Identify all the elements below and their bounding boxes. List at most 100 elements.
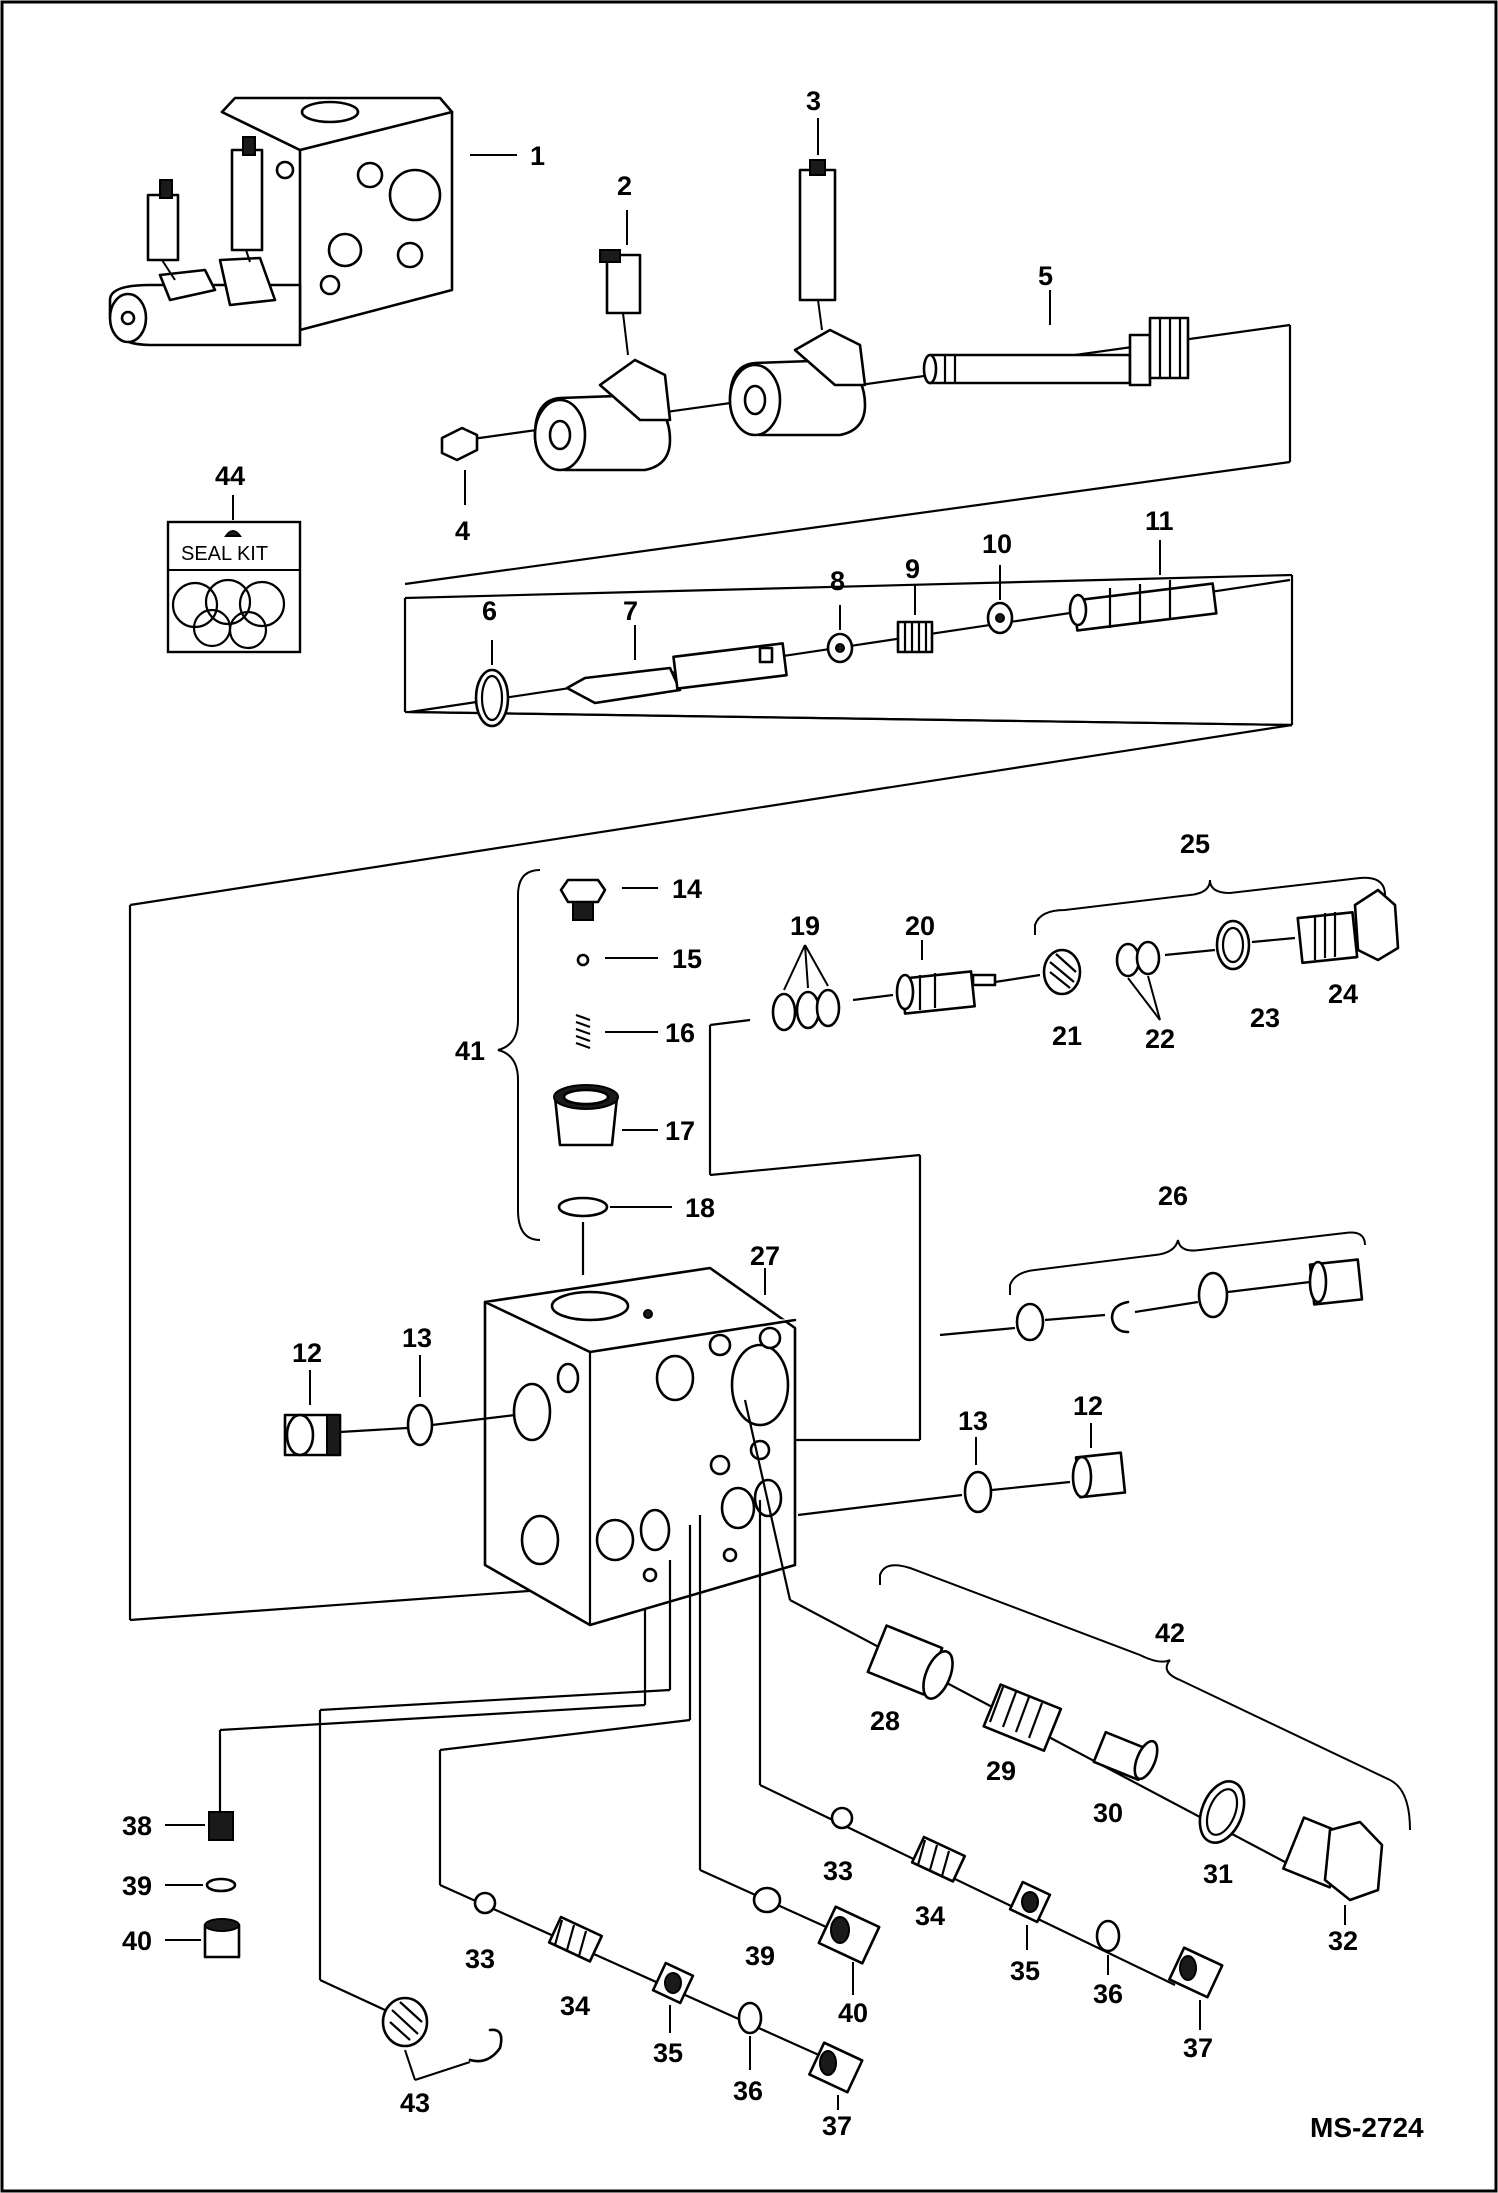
o-ring-13-right — [963, 1470, 993, 1514]
callout-36-right: 36 — [1093, 1979, 1123, 2009]
spool-11 — [1068, 580, 1218, 632]
ball-33-left — [473, 1891, 497, 1915]
bracket-42 — [879, 1564, 1411, 1831]
callout-36-left: 36 — [733, 2076, 763, 2106]
o-ring-26 — [1197, 1271, 1229, 1319]
callout-34-left: 34 — [560, 1991, 590, 2021]
callout-7: 7 — [623, 596, 638, 626]
callout-23: 23 — [1250, 1003, 1280, 1033]
spring-9 — [896, 620, 934, 654]
callout-42: 42 — [1155, 1618, 1185, 1648]
solenoid-coil-2 — [533, 249, 672, 472]
callout-10: 10 — [982, 529, 1012, 559]
o-ring-6 — [474, 668, 510, 728]
callout-26: 26 — [1158, 1181, 1188, 1211]
callout-34-right: 34 — [915, 1901, 945, 1931]
valve-assembly-illustration — [108, 96, 454, 347]
seal-kit-label: SEAL KIT — [181, 543, 268, 565]
nut — [440, 426, 479, 462]
o-ring-22a — [1115, 942, 1141, 978]
callout-1: 1 — [530, 141, 545, 171]
o-ring-18 — [557, 1196, 609, 1218]
callout-24: 24 — [1328, 979, 1358, 1009]
callout-33-left: 33 — [465, 1944, 495, 1974]
callout-22: 22 — [1145, 1024, 1175, 1054]
o-ring-39-left — [205, 1877, 237, 1893]
seat-17 — [553, 1084, 619, 1147]
plug-38 — [208, 1811, 234, 1841]
callout-39-left: 39 — [122, 1871, 152, 1901]
solenoid-coil-3 — [728, 159, 867, 437]
callout-40-mid: 40 — [838, 1998, 868, 2028]
snap-ring-26 — [1110, 1300, 1130, 1334]
callout-38: 38 — [122, 1811, 152, 1841]
ball-33-right — [830, 1806, 854, 1830]
callout-19: 19 — [790, 911, 820, 941]
callout-41: 41 — [455, 1036, 485, 1066]
callout-5: 5 — [1038, 261, 1053, 291]
poppet-28 — [866, 1624, 954, 1700]
callout-8: 8 — [830, 566, 845, 596]
callout-30: 30 — [1093, 1798, 1123, 1828]
callout-43: 43 — [400, 2088, 430, 2118]
callout-11: 11 — [1145, 506, 1174, 536]
callout-3: 3 — [806, 86, 821, 116]
o-ring-13-left — [406, 1403, 434, 1447]
ball-15 — [576, 953, 590, 967]
callout-37-right: 37 — [1183, 2033, 1213, 2063]
callout-12-right: 12 — [1073, 1391, 1103, 1421]
plug-40-left — [203, 1918, 241, 1959]
o-ring-22b — [1135, 940, 1161, 976]
callout-14: 14 — [672, 874, 702, 904]
piston-30 — [1092, 1730, 1159, 1782]
callout-35-left: 35 — [653, 2038, 683, 2068]
seat-35-right — [1008, 1880, 1052, 1924]
callout-33-right: 33 — [823, 1856, 853, 1886]
o-ring-36-left — [737, 2001, 763, 2035]
relief-plug-24 — [1296, 888, 1400, 965]
callout-16: 16 — [665, 1018, 695, 1048]
spring-34-left — [547, 1915, 604, 1963]
snap-ring-43 — [468, 2028, 503, 2063]
plug-14 — [559, 878, 607, 904]
seal-kit-box: SEAL KIT — [166, 520, 302, 654]
plug-37-right — [1168, 1946, 1224, 1999]
valve-body-27 — [483, 1266, 797, 1627]
callout-44: 44 — [215, 461, 245, 491]
callout-18: 18 — [685, 1193, 715, 1223]
plug-37-left — [808, 2041, 864, 2094]
poppet-7 — [565, 642, 788, 705]
callout-15: 15 — [672, 944, 702, 974]
callout-2: 2 — [617, 171, 632, 201]
callout-28: 28 — [870, 1706, 900, 1736]
callout-13-left: 13 — [402, 1323, 432, 1353]
callout-39-mid: 39 — [745, 1941, 775, 1971]
spring-29 — [982, 1683, 1063, 1752]
plug-32 — [1282, 1816, 1384, 1902]
spring-34-right — [910, 1835, 967, 1883]
callout-12-left: 12 — [292, 1338, 322, 1368]
callout-31: 31 — [1203, 1859, 1233, 1889]
o-ring-31 — [1198, 1780, 1246, 1844]
callout-29: 29 — [986, 1756, 1016, 1786]
check-valve-20 — [895, 970, 997, 1015]
drawing-number: MS-2724 — [1310, 2112, 1424, 2143]
spring-16 — [575, 1013, 591, 1050]
bracket-26 — [1009, 1231, 1366, 1295]
callout-35-right: 35 — [1010, 1956, 1040, 1986]
callout-20: 20 — [905, 911, 935, 941]
callout-17: 17 — [665, 1116, 695, 1146]
callout-4: 4 — [455, 516, 470, 546]
callout-13-right: 13 — [958, 1406, 988, 1436]
callout-9: 9 — [905, 554, 920, 584]
callout-40-left: 40 — [122, 1926, 152, 1956]
callout-21: 21 — [1052, 1021, 1082, 1051]
plug-26 — [1308, 1258, 1364, 1306]
backup-rings-19 — [771, 988, 841, 1032]
plug-40-mid — [817, 1905, 881, 1965]
callout-25: 25 — [1180, 829, 1210, 859]
callout-37-left: 37 — [822, 2111, 852, 2141]
callout-27: 27 — [750, 1241, 780, 1271]
